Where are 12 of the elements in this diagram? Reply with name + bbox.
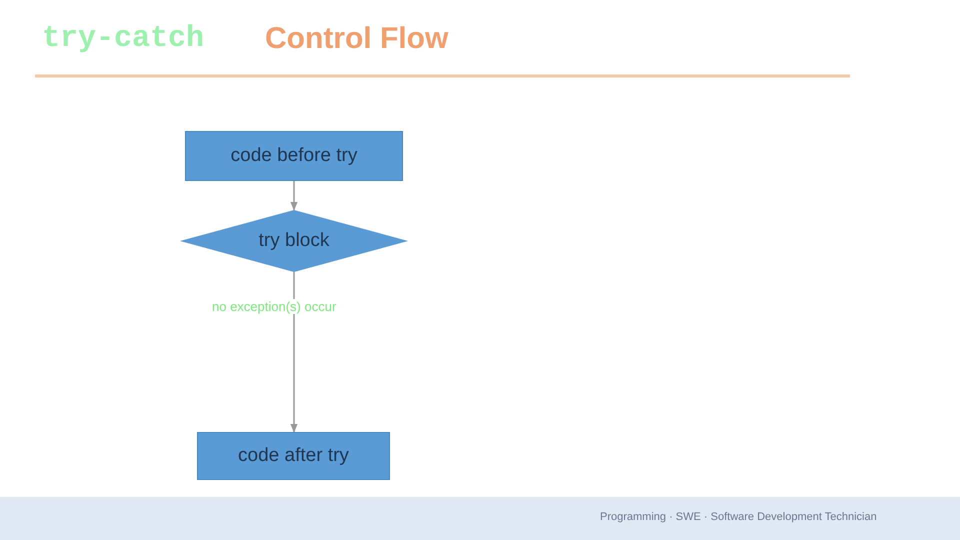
arrow (290, 181, 298, 211)
node-label: code after try (238, 445, 349, 467)
process-box (197, 432, 390, 480)
edge-label: no exception(s) occur (212, 299, 336, 314)
arrow (290, 272, 298, 433)
footer-text: Programming · SWE · Software Development Technician (600, 511, 877, 523)
code-keyword: try-catch (42, 22, 204, 56)
process-box (185, 131, 403, 181)
title: Control Flow (265, 22, 448, 56)
node-label: try block (258, 230, 330, 252)
node-label: code before try (230, 145, 358, 167)
decision-diamond (180, 210, 408, 272)
